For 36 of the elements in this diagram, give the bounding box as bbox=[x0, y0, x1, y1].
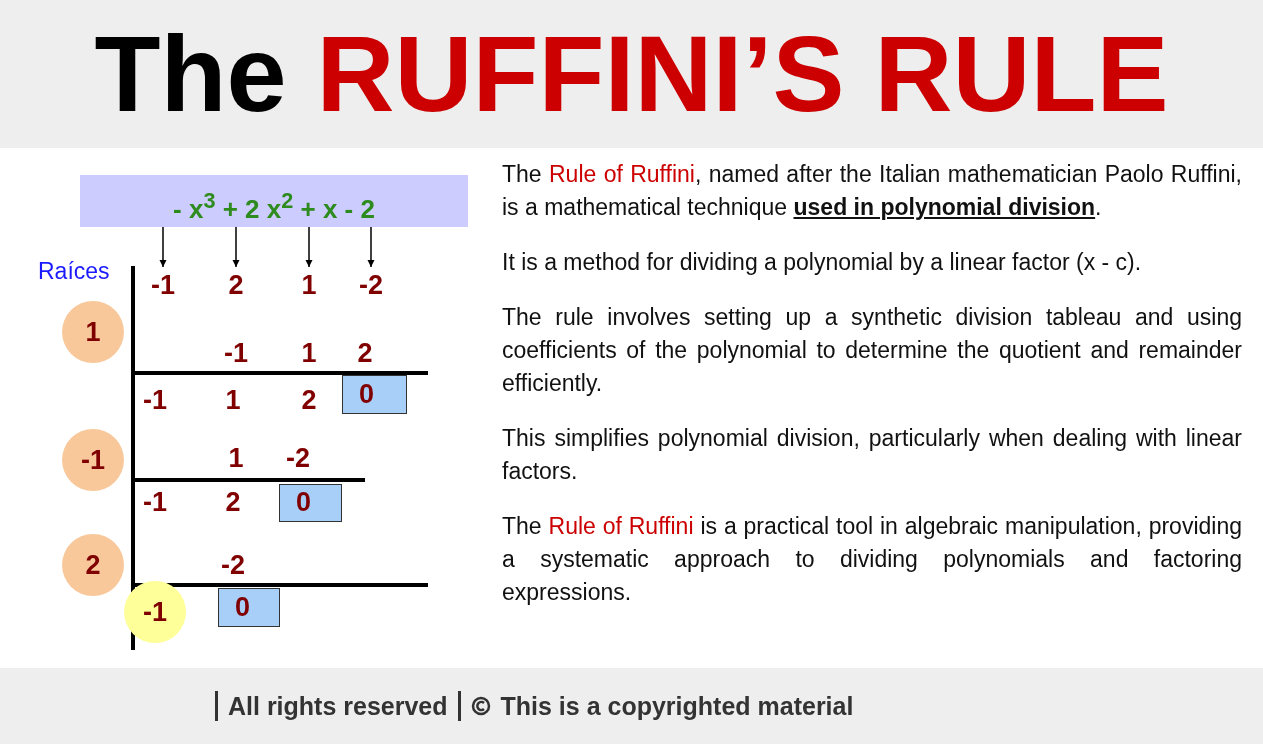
root-circle: 2 bbox=[62, 534, 124, 596]
table-value: -2 bbox=[285, 442, 311, 475]
arrow bbox=[232, 226, 240, 268]
polynomial-band: - x$^{3}$ + 2 x$^{2}$ + x - 2 bbox=[80, 175, 468, 227]
paragraph: The Rule of Ruffini, named after the Italian mathematician Paolo Ruffini, is a mathematical technique used in polynomial division. bbox=[502, 160, 1242, 222]
table-value: 2 bbox=[224, 486, 242, 519]
table-value: -1 bbox=[142, 384, 168, 417]
table-value: -1 bbox=[142, 486, 168, 519]
table-value: 1 bbox=[300, 337, 318, 370]
coefficient: -2 bbox=[349, 268, 393, 302]
paragraph: This simplifies polynomial division, particularly when dealing with linear factors. bbox=[502, 424, 1242, 486]
table-value: 1 bbox=[227, 442, 245, 475]
table-value: 1 bbox=[224, 384, 242, 417]
coefficient: 1 bbox=[287, 268, 331, 302]
footer-text: All rights reserved bbox=[228, 691, 448, 721]
table-value: 2 bbox=[356, 337, 374, 370]
footer-text: This is a copyrighted material bbox=[500, 691, 854, 721]
remainder-box: 0 bbox=[279, 484, 342, 522]
row-label: Raíces bbox=[38, 258, 110, 285]
arrow bbox=[305, 226, 313, 268]
coefficient: 2 bbox=[214, 268, 258, 302]
title: The RUFFINI’S RULE bbox=[93, 12, 1170, 136]
root-circle: 1 bbox=[62, 301, 124, 363]
arrow bbox=[159, 226, 167, 268]
paragraph: It is a method for dividing a polynomial by a linear factor (x - c). bbox=[502, 248, 1143, 277]
table-value: -2 bbox=[220, 549, 246, 582]
table-value: 2 bbox=[300, 384, 318, 417]
paragraph: The Rule of Ruffini is a practical tool in algebraic manipulation, providing a systematic approach to dividing polynomials and factoring expressions. bbox=[502, 512, 1242, 607]
result-circle: -1 bbox=[124, 581, 186, 643]
table-value: -1 bbox=[223, 337, 249, 370]
remainder-box: 0 bbox=[218, 588, 280, 627]
remainder-box: 0 bbox=[342, 375, 407, 414]
paragraph: The rule involves setting up a synthetic division tableau and using coefficients of the polynomial to determine the quotient and remainder efficiently. bbox=[502, 303, 1242, 398]
root-circle: -1 bbox=[62, 429, 124, 491]
coefficient: -1 bbox=[141, 268, 185, 302]
arrow bbox=[367, 226, 375, 268]
